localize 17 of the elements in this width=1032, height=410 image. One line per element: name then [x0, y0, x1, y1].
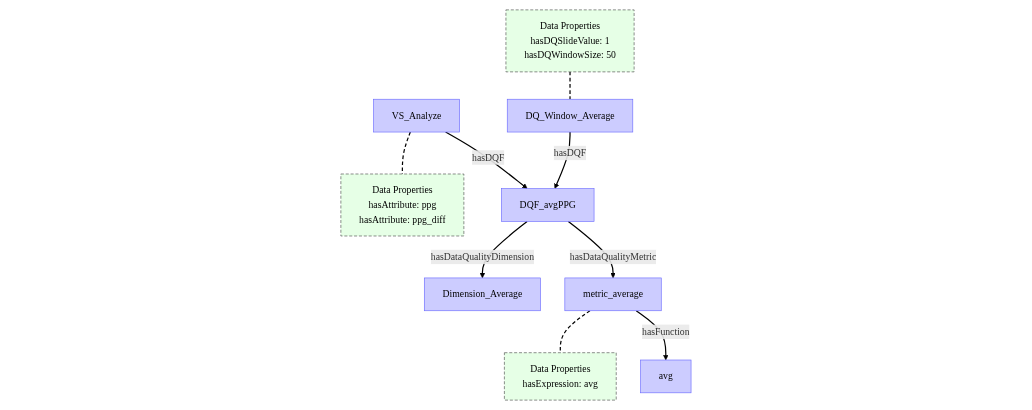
node-box: Dimension_Average: [424, 277, 541, 312]
edge-label: hasFunction: [642, 326, 690, 337]
node-box: Data Properties hasAttribute: ppg hasAttribute: ppg_diff: [340, 173, 465, 237]
edge-label: hasDataQualityMetric: [569, 251, 657, 262]
node-box: Data Properties hasExpression: avg: [504, 352, 617, 401]
node-box: metric_average: [564, 277, 662, 312]
node-box: DQ_Window_Average: [506, 98, 634, 133]
node-box: DQF_avgPPG: [501, 188, 595, 222]
edge-label: hasDQF: [553, 147, 587, 158]
arrow: [445, 131, 528, 189]
node-box: avg: [640, 359, 692, 394]
connector: [559, 310, 591, 354]
node-box: VS_Analyze: [373, 98, 460, 133]
connector: [569, 71, 571, 100]
edge-label: hasDataQualityDimension: [430, 251, 535, 262]
node-box: Data Properties hasDQSlideValue: 1 hasDQWindowSize: 50: [505, 9, 635, 73]
edge-label: hasDQF: [472, 152, 505, 163]
